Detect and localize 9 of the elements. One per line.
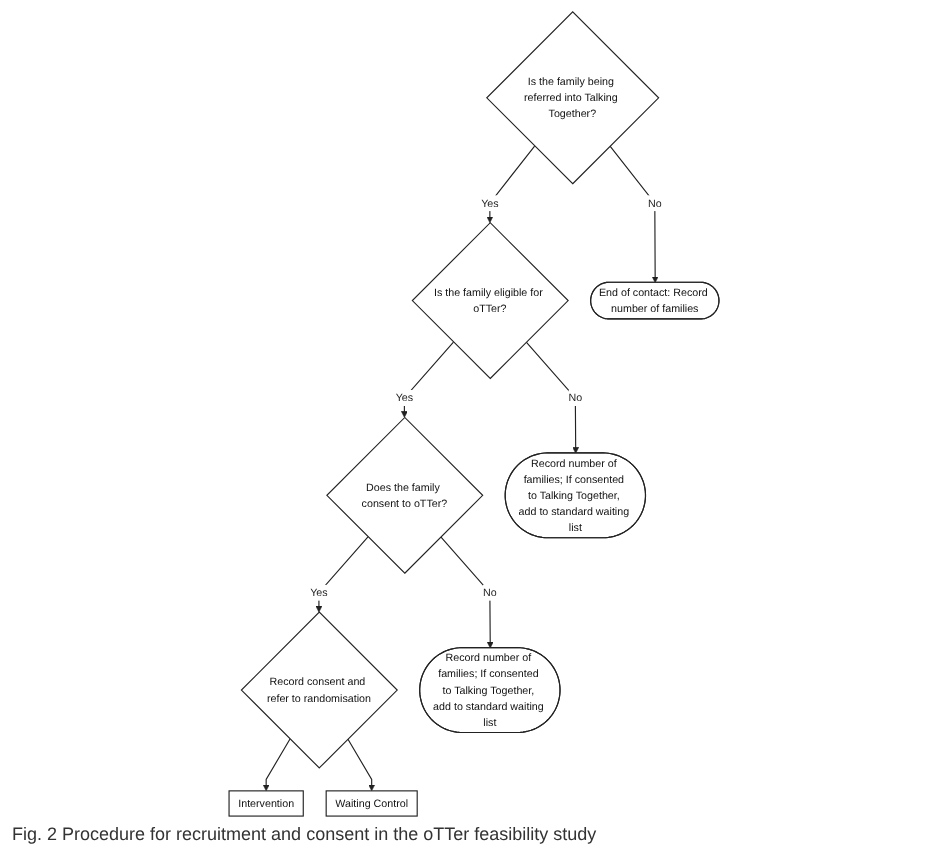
- arrow: [440, 536, 494, 649]
- arrow: [486, 145, 536, 224]
- caption: Fig. 2 Procedure for recruitment and consent in the oTTer feasibility study: [12, 824, 599, 846]
- arrow: [347, 738, 376, 792]
- arrow: [315, 536, 369, 613]
- arrow: [401, 341, 455, 418]
- arrow: [262, 738, 291, 792]
- arrow: [525, 341, 580, 454]
- arrow: [609, 145, 659, 284]
